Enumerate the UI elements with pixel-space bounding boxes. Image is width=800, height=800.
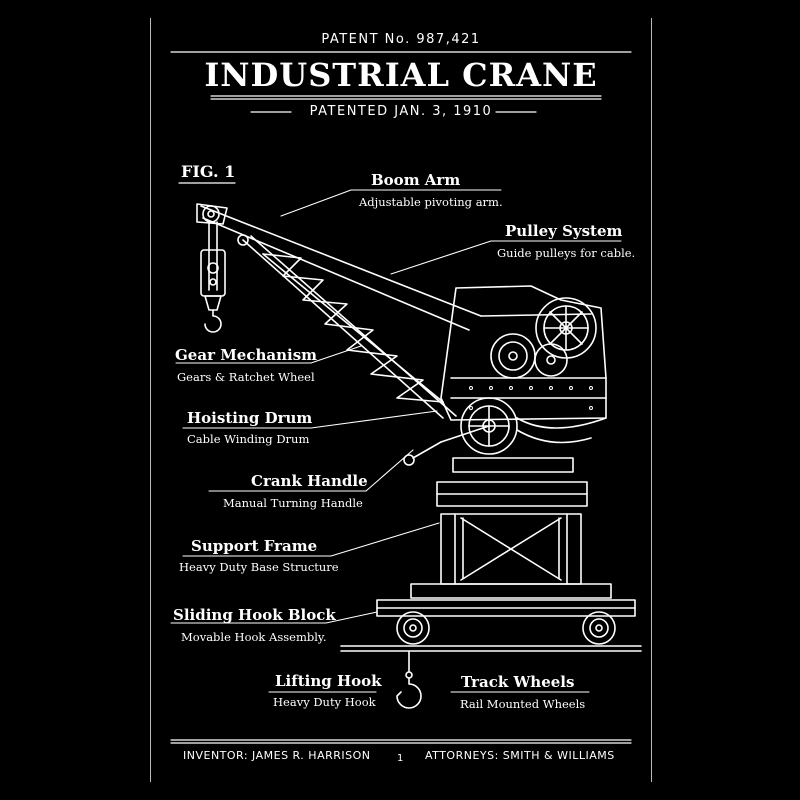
leader-lines: [170, 189, 622, 693]
desc-track-wheels: Rail Mounted Wheels: [460, 697, 586, 711]
crank-handle-drawing: [403, 425, 490, 466]
page-title: INDUSTRIAL CRANE: [204, 56, 598, 94]
sheet-number: 1: [397, 753, 404, 764]
desc-lifting-hook: Heavy Duty Hook: [273, 695, 376, 709]
label-gear-mechanism: Gear Mechanism: [175, 346, 318, 364]
desc-hoisting-drum: Cable Winding Drum: [187, 432, 310, 446]
boom-arm-drawing: [196, 203, 482, 419]
desc-sliding-hook-block: Movable Hook Assembly.: [181, 630, 327, 644]
label-boom-arm: Boom Arm: [371, 171, 461, 189]
figure-label: FIG. 1: [181, 162, 236, 181]
attorneys-credit: ATTORNEYS: SMITH & WILLIAMS: [425, 749, 615, 762]
patented-date: PATENTED JAN. 3, 1910: [309, 104, 493, 119]
label-track-wheels: Track Wheels: [461, 673, 575, 691]
label-support-frame: Support Frame: [191, 537, 318, 555]
housing-drawing: [440, 285, 607, 421]
lifting-hook-drawing: [396, 651, 422, 709]
label-hoisting-drum: Hoisting Drum: [187, 409, 313, 427]
hook-block-drawing: [200, 221, 226, 333]
pulley-gears-drawing: [480, 297, 597, 379]
desc-support-frame: Heavy Duty Base Structure: [179, 560, 339, 574]
label-sliding-hook-block: Sliding Hook Block: [173, 606, 336, 624]
desc-pulley-system: Guide pulleys for cable.: [497, 246, 636, 260]
track-wheels-drawing: [340, 611, 642, 652]
label-lifting-hook: Lifting Hook: [275, 672, 382, 690]
hoisting-drum-drawing: [460, 397, 607, 455]
label-crank-handle: Crank Handle: [251, 472, 368, 490]
patent-poster: PATENT No. 987,421 INDUSTRIAL CRANE PATE…: [150, 18, 652, 782]
desc-gear-mechanism: Gears & Ratchet Wheel: [177, 370, 315, 384]
desc-crank-handle: Manual Turning Handle: [223, 496, 363, 510]
header-rules: [170, 51, 632, 184]
footer-rules: [170, 739, 632, 744]
inventor-credit: INVENTOR: JAMES R. HARRISON: [183, 749, 371, 762]
support-frame-drawing: [376, 457, 636, 617]
desc-boom-arm: Adjustable pivoting arm.: [359, 195, 503, 209]
patent-number: PATENT No. 987,421: [321, 32, 481, 47]
label-pulley-system: Pulley System: [505, 222, 623, 240]
crane-drawing: [170, 51, 642, 744]
